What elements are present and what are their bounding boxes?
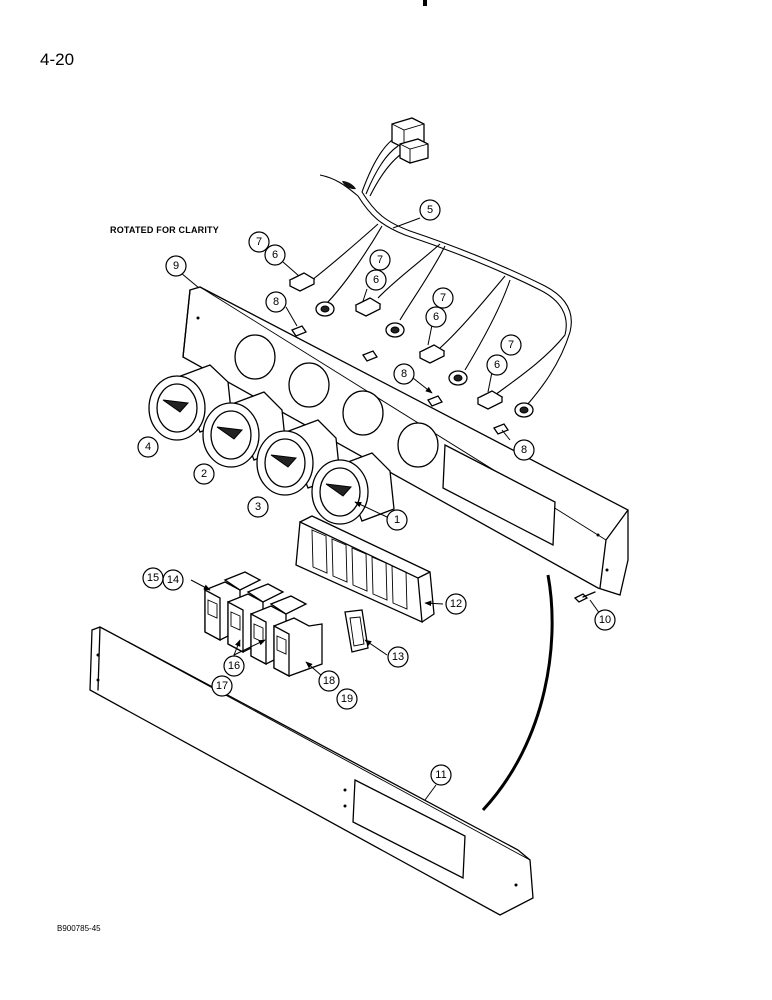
callout-17: 17 <box>211 675 233 697</box>
screw <box>573 591 596 603</box>
svg-text:6: 6 <box>272 249 278 261</box>
callout-12: 12 <box>445 593 467 615</box>
svg-text:5: 5 <box>427 204 433 216</box>
svg-text:8: 8 <box>521 444 527 456</box>
svg-text:6: 6 <box>494 359 500 371</box>
callout-14: 14 <box>162 569 184 591</box>
instrument-panel <box>182 286 629 596</box>
svg-text:19: 19 <box>341 693 353 705</box>
figure-id: B900785-45 <box>57 924 101 933</box>
callout-4: 4 <box>137 436 159 458</box>
switch-bezel <box>295 515 435 624</box>
callout-3: 3 <box>247 496 269 518</box>
switch-blank-plug <box>344 609 369 653</box>
callout-9: 9 <box>165 255 187 277</box>
svg-text:16: 16 <box>228 660 240 672</box>
connector-wire <box>481 574 554 812</box>
callout-6d: 6 <box>486 354 508 376</box>
gauges <box>148 364 395 525</box>
svg-text:18: 18 <box>323 675 335 687</box>
callout-16: 16 <box>223 655 245 677</box>
svg-text:15: 15 <box>147 572 159 584</box>
callout-7c: 7 <box>432 287 454 309</box>
svg-text:6: 6 <box>373 274 379 286</box>
crop-mark <box>423 0 427 6</box>
svg-text:4: 4 <box>145 441 151 453</box>
callout-8b: 8 <box>393 363 415 385</box>
svg-text:7: 7 <box>377 254 383 266</box>
svg-text:12: 12 <box>450 598 462 610</box>
callout-19: 19 <box>336 688 358 710</box>
svg-text:14: 14 <box>167 574 179 586</box>
svg-text:13: 13 <box>392 651 404 663</box>
svg-text:6: 6 <box>433 311 439 323</box>
callout-6a: 6 <box>264 244 286 266</box>
front-cover-panel <box>89 626 534 916</box>
callout-6b: 6 <box>365 269 387 291</box>
callout-10: 10 <box>594 609 616 631</box>
callout-6c: 6 <box>425 306 447 328</box>
svg-text:8: 8 <box>273 296 279 308</box>
callout-11: 11 <box>430 764 452 786</box>
wiring-harness <box>288 117 572 435</box>
callout-8a: 8 <box>265 291 287 313</box>
callout-5: 5 <box>419 199 441 221</box>
callout-7b: 7 <box>369 249 391 271</box>
callout-7d: 7 <box>500 334 522 356</box>
svg-text:1: 1 <box>394 514 400 526</box>
svg-text:3: 3 <box>255 501 261 513</box>
leader-lines <box>180 217 601 801</box>
callout-8c: 8 <box>513 439 535 461</box>
rotated-caption: ROTATED FOR CLARITY <box>110 225 219 235</box>
callout-7a: 7 <box>248 231 270 253</box>
page-number: 4-20 <box>40 50 75 69</box>
svg-text:17: 17 <box>216 680 228 692</box>
svg-text:10: 10 <box>599 614 611 626</box>
harness-plug-lower <box>399 138 429 164</box>
callout-1: 1 <box>386 509 408 531</box>
svg-text:11: 11 <box>435 769 446 781</box>
callout-2: 2 <box>193 463 215 485</box>
svg-text:2: 2 <box>201 468 207 480</box>
rocker-switches <box>204 571 323 678</box>
svg-text:7: 7 <box>256 236 262 248</box>
callout-13: 13 <box>387 646 409 668</box>
callout-18: 18 <box>318 670 340 692</box>
svg-text:9: 9 <box>173 260 179 272</box>
svg-text:7: 7 <box>508 339 514 351</box>
svg-text:8: 8 <box>401 368 407 380</box>
svg-text:7: 7 <box>440 292 446 304</box>
callout-15: 15 <box>142 567 164 589</box>
